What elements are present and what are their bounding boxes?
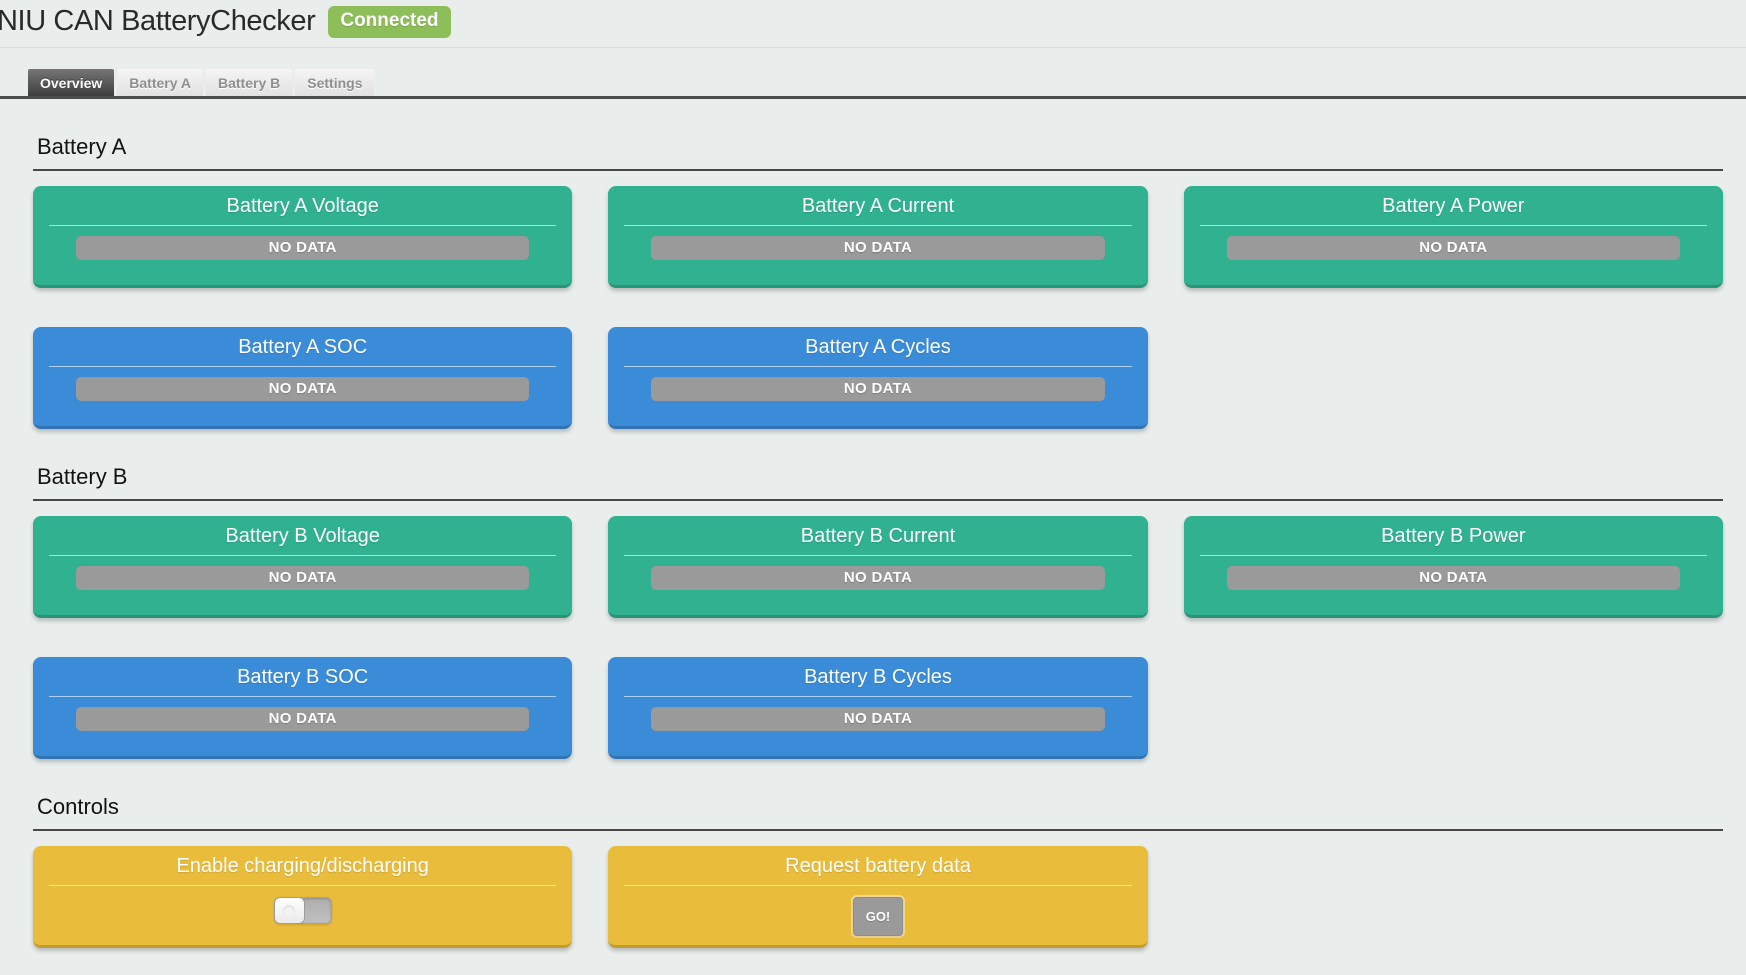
card-battery-b-soc: Battery B SOC NO DATA [33,657,573,759]
card-battery-a-soc: Battery A SOC NO DATA [33,327,573,429]
value-display-battery-a-soc: NO DATA [76,377,530,401]
card-divider [49,885,557,886]
value-display-battery-a-current: NO DATA [651,236,1105,260]
connection-status-badge: Connected [328,5,451,38]
section-heading-battery-b: Battery B [37,464,128,489]
card-divider [1199,225,1707,226]
card-title-enable-charging: Enable charging/discharging [176,855,429,877]
card-battery-b-voltage: Battery B Voltage NO DATA [33,516,573,618]
card-divider [49,696,557,697]
card-divider [624,366,1132,367]
card-divider [49,366,557,367]
card-battery-b-power: Battery B Power NO DATA [1183,516,1723,618]
card-title-request-data: Request battery data [785,855,971,877]
section-divider [33,499,1723,501]
card-grid: Battery B Voltage NO DATA Battery B Curr… [33,516,1723,759]
section-heading-controls: Controls [37,794,119,819]
card-title-battery-a-soc: Battery A SOC [238,336,368,358]
card-title-battery-b-cycles: Battery B Cycles [804,666,952,688]
card-divider [1199,555,1707,556]
app-header: NIU CAN BatteryChecker Connected [0,0,1746,48]
section-battery-a: Battery A Battery A Voltage NO DATA Batt… [33,134,1723,429]
card-divider [49,225,557,226]
go-button[interactable]: GO! [852,897,904,936]
card-title-battery-a-current: Battery A Current [801,195,955,217]
card-divider [624,696,1132,697]
value-display-battery-a-cycles: NO DATA [651,377,1105,401]
section-divider [33,169,1723,171]
card-grid: Enable charging/discharging Request batt… [33,846,1723,948]
main-content: Battery A Battery A Voltage NO DATA Batt… [0,134,1746,965]
section-heading-battery-a: Battery A [37,134,127,159]
card-battery-b-current: Battery B Current NO DATA [608,516,1148,618]
card-title-battery-a-power: Battery A Power [1382,195,1525,217]
card-divider [624,885,1132,886]
value-display-battery-b-soc: NO DATA [76,707,530,731]
card-title-battery-a-cycles: Battery A Cycles [805,336,951,358]
card-title-battery-b-voltage: Battery B Voltage [225,525,380,547]
card-enable-charging: Enable charging/discharging [33,846,573,948]
toggle-knob[interactable] [273,897,305,924]
value-display-battery-b-voltage: NO DATA [76,566,530,590]
button-wrap: GO! [608,897,1147,936]
value-display-battery-b-power: NO DATA [1226,566,1680,590]
app-title: NIU CAN BatteryChecker [0,5,316,37]
card-divider [49,555,557,556]
card-battery-a-cycles: Battery A Cycles NO DATA [608,327,1148,429]
card-grid: Battery A Voltage NO DATA Battery A Curr… [33,186,1723,429]
tab-battery-b[interactable]: Battery B [206,69,293,96]
card-battery-a-current: Battery A Current NO DATA [608,186,1148,288]
card-title-battery-b-current: Battery B Current [800,525,956,547]
card-battery-a-voltage: Battery A Voltage NO DATA [33,186,573,288]
value-display-battery-b-cycles: NO DATA [651,707,1105,731]
card-request-data: Request battery data GO! [608,846,1148,948]
card-divider [624,555,1132,556]
tab-battery-a[interactable]: Battery A [117,69,203,96]
card-title-battery-b-soc: Battery B SOC [237,666,369,688]
toggle-wrap [33,897,572,924]
card-battery-a-power: Battery A Power NO DATA [1183,186,1723,288]
card-battery-b-cycles: Battery B Cycles NO DATA [608,657,1148,759]
tab-overview[interactable]: Overview [28,69,115,96]
section-controls: Controls Enable charging/discharging Req… [33,794,1723,948]
value-display-battery-a-power: NO DATA [1226,236,1680,260]
charging-toggle-switch[interactable] [273,897,332,924]
card-divider [624,225,1132,226]
tab-settings[interactable]: Settings [295,69,375,96]
section-divider [33,829,1723,831]
value-display-battery-b-current: NO DATA [651,566,1105,590]
value-display-battery-a-voltage: NO DATA [76,236,530,260]
section-battery-b: Battery B Battery B Voltage NO DATA Batt… [33,464,1723,759]
card-title-battery-a-voltage: Battery A Voltage [226,195,379,217]
card-title-battery-b-power: Battery B Power [1381,525,1526,547]
